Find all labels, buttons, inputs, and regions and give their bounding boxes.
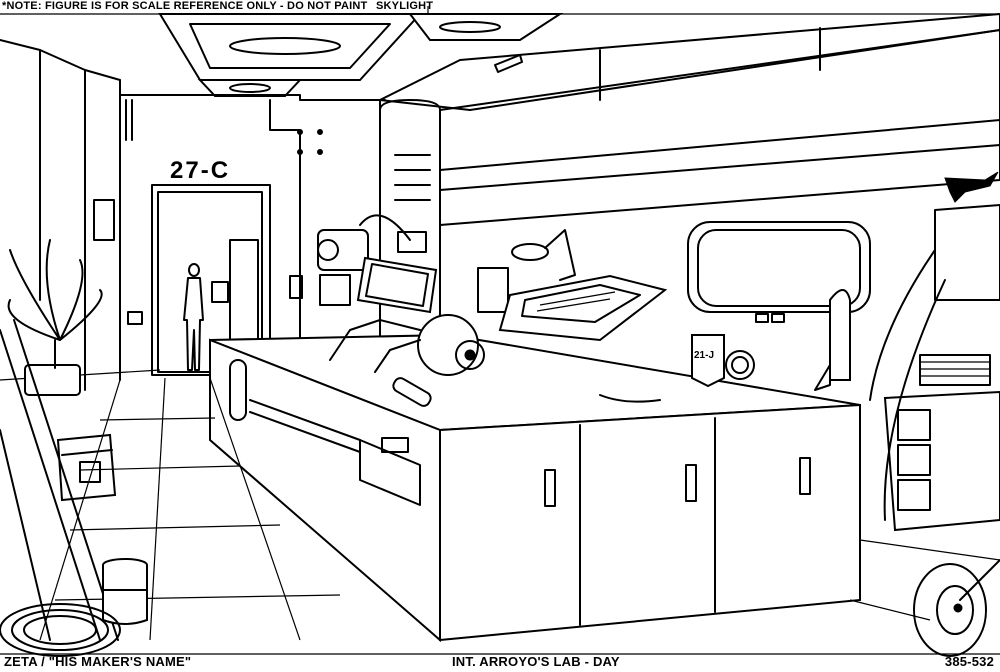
location-slug: INT. ARROYO'S LAB - DAY <box>452 654 620 669</box>
wall-poster <box>477 267 509 313</box>
side-counter <box>883 354 1000 532</box>
coiled-hose <box>0 603 121 657</box>
robot-camera-rig <box>317 214 427 306</box>
wall-window <box>687 221 871 323</box>
crate <box>56 433 117 502</box>
right-doorframe <box>869 204 1000 521</box>
trash-can <box>102 558 148 625</box>
console-machine <box>498 274 668 342</box>
doorway <box>119 94 386 376</box>
scale-note: *NOTE: FIGURE IS FOR SCALE REFERENCE ONL… <box>2 0 368 12</box>
rocket-model <box>814 289 851 391</box>
wheel <box>913 559 1000 657</box>
scale-figure <box>183 263 204 371</box>
canister-label: 21-J <box>694 350 714 361</box>
floor-grid <box>39 377 1000 641</box>
door-sign: 27-C <box>170 157 230 184</box>
left-wall <box>0 39 161 391</box>
show-episode-title: ZETA / "HIS MAKER'S NAME" <box>4 654 192 669</box>
robot-parts <box>329 314 755 407</box>
monitor <box>356 256 438 314</box>
desk-lamp <box>511 229 576 281</box>
airplane-model <box>944 171 999 203</box>
potted-plant <box>7 239 103 396</box>
scene-number: 385-532 <box>944 654 994 669</box>
ceiling-skylight <box>158 13 564 97</box>
skylight-label: SKYLIGHT <box>376 0 434 12</box>
canister <box>691 334 725 388</box>
workbench <box>209 333 861 643</box>
upper-cabinets <box>379 13 1000 226</box>
